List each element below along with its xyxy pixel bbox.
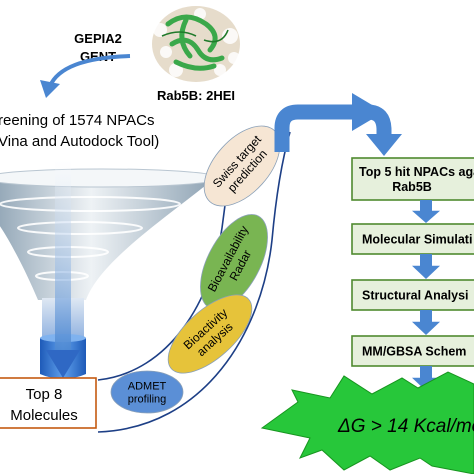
- pipeline-step-label: Top 5 hit NPACs aga: [359, 165, 474, 179]
- pipeline-step-label: MM/GBSA Schem: [362, 345, 466, 359]
- screening-line-2: Vina and Autodock Tool): [0, 133, 159, 150]
- protein-structure-icon: [152, 6, 240, 82]
- delta-g-result: ΔG > 14 Kcal/mo: [337, 416, 474, 437]
- pipeline-step-box: [351, 279, 474, 311]
- pipeline-step-box: [351, 157, 474, 201]
- pipeline-down-arrow: [412, 310, 440, 335]
- curved-down-arrow: [40, 54, 131, 98]
- top8-line-2: Molecules: [10, 407, 78, 424]
- pipeline-step-box: [351, 335, 474, 367]
- top8-box: [0, 377, 97, 429]
- filter-label: ADMET: [128, 380, 167, 392]
- filter-ellipse-shape: [167, 294, 253, 374]
- source-gepia2: GEPIA2: [74, 31, 122, 46]
- pipeline-step-label: Structural Analysi: [362, 289, 469, 303]
- result-starburst: [260, 371, 474, 474]
- pipeline-down-arrow: [412, 366, 440, 391]
- filter-ellipses: Swiss targetpredictionBioavailabilityRad…: [110, 125, 281, 414]
- pipeline-down-arrow: [412, 200, 440, 223]
- filter-ellipse-shape: [203, 125, 281, 207]
- top8-line-1: Top 8: [26, 386, 63, 403]
- filter-ellipse-shape: [110, 370, 184, 414]
- protein-label: Rab5B: 2HEI: [157, 88, 235, 103]
- screening-line-1: reening of 1574 NPACs: [0, 112, 154, 129]
- bracket-arrow: [274, 93, 402, 156]
- filter-label: profiling: [128, 393, 167, 405]
- delta-g-value: > 14 Kcal/mo: [366, 416, 474, 437]
- pipeline-step-label: Rab5B: [392, 180, 432, 194]
- pipeline-step-box: [351, 223, 474, 255]
- funnel-arrow: [46, 160, 80, 378]
- delta-g-symbol: ΔG: [337, 416, 366, 437]
- pipeline-down-arrow: [412, 254, 440, 279]
- pipeline-step-label: Molecular Simulati: [362, 233, 472, 247]
